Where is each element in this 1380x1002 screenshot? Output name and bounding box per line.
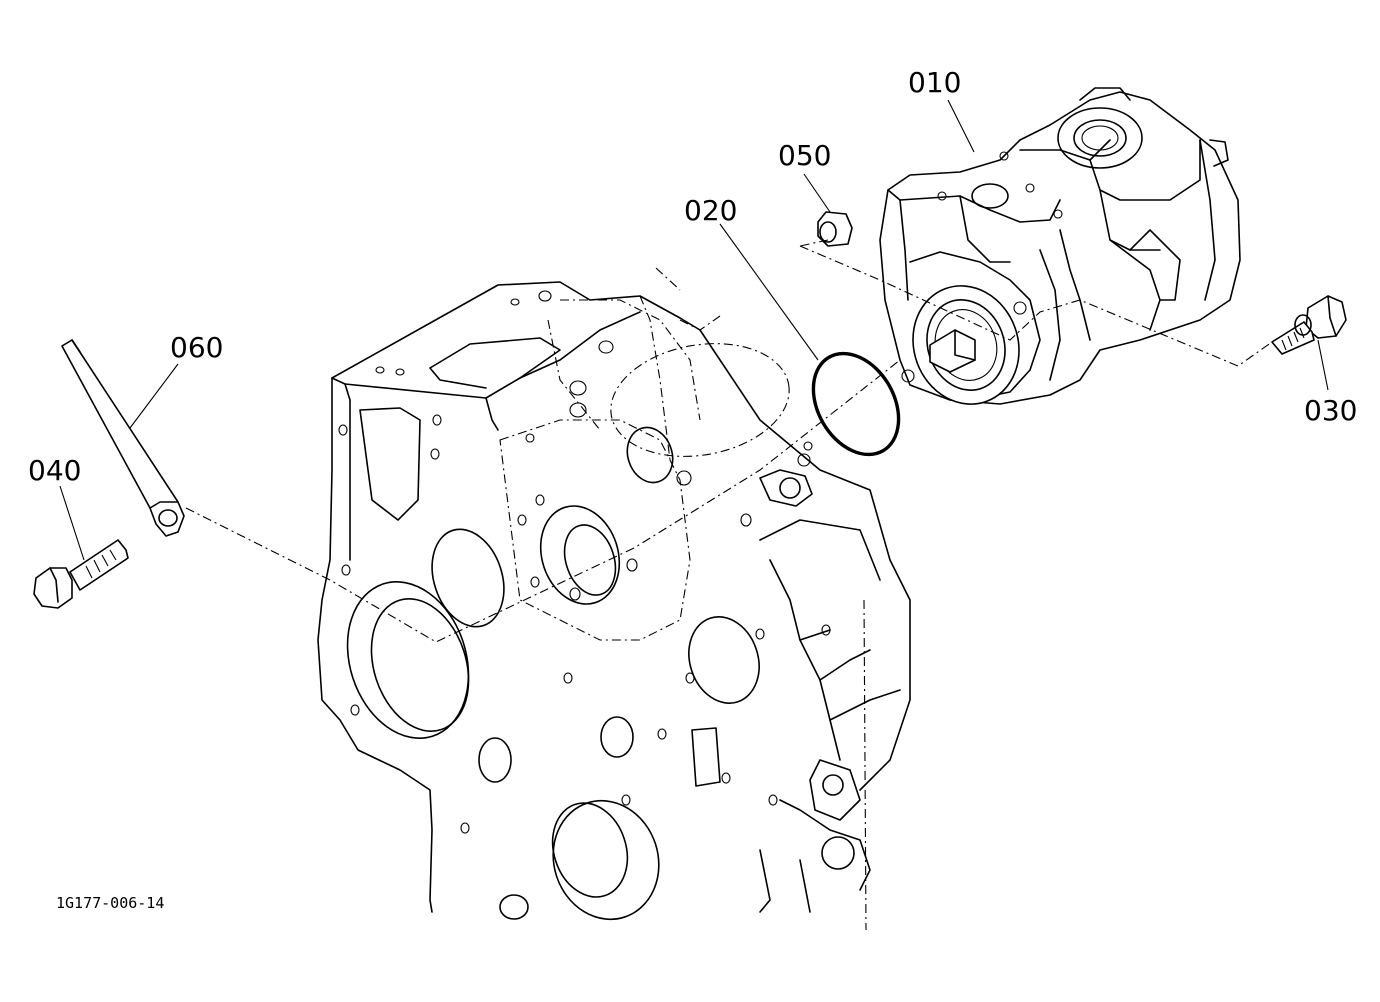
collar-nut — [817, 211, 853, 247]
bolt-holes — [338, 290, 831, 834]
callout-030: 030 — [1304, 394, 1357, 427]
stay-bolt — [33, 539, 129, 609]
callout-040: 040 — [28, 454, 81, 487]
leader-lines — [59, 99, 1329, 561]
stay-bracket — [61, 339, 185, 537]
pump-bolt — [1271, 295, 1347, 355]
hydraulic-pump — [879, 87, 1241, 405]
callout-050: 050 — [778, 139, 831, 172]
callout-020: 020 — [684, 194, 737, 227]
gear-case-housing — [317, 267, 911, 931]
document-id: 1G177-006-14 — [56, 894, 164, 912]
assembly-lines — [185, 239, 1273, 643]
callout-010: 010 — [908, 66, 961, 99]
o-ring — [811, 351, 901, 457]
callout-060: 060 — [170, 331, 223, 364]
